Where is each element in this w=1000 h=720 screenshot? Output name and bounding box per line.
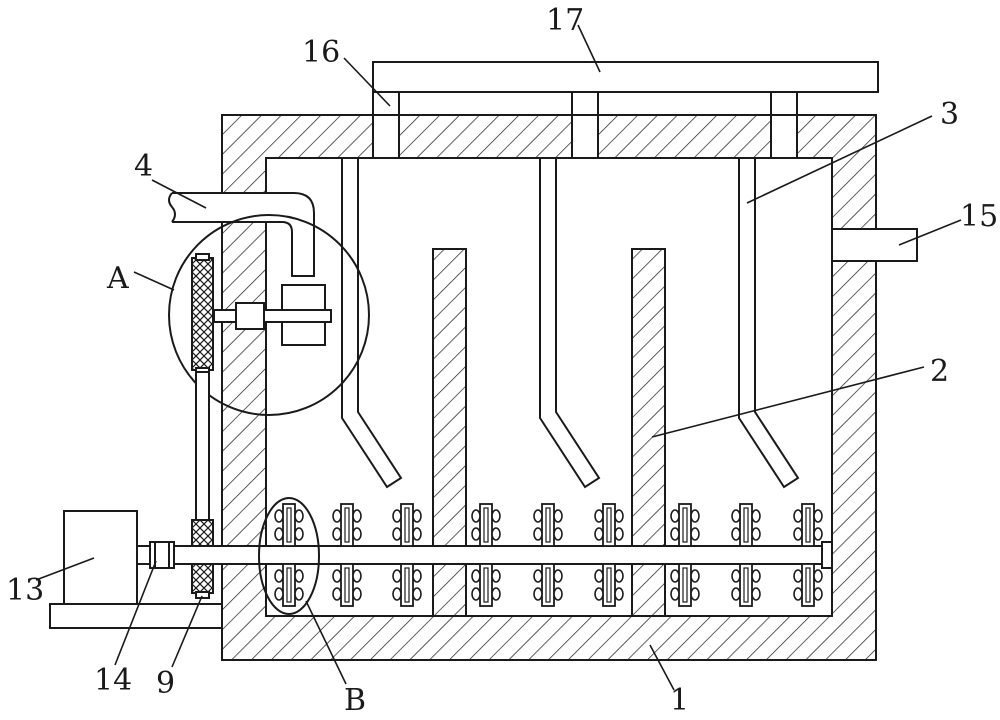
roller-lower-cap: [195, 591, 210, 599]
shaft-end-cap: [821, 541, 833, 569]
main-shaft: [136, 545, 831, 565]
label-a: A: [106, 261, 129, 296]
label-3: 3: [940, 97, 959, 132]
inlet-pipe-break: [168, 192, 176, 223]
outlet-pipe-gap: [834, 231, 876, 259]
deflector-middle: [539, 157, 601, 489]
leader-2: [651, 366, 925, 438]
post-left-through: [372, 114, 400, 159]
post-middle-through: [571, 114, 599, 159]
leader-15: [898, 219, 962, 246]
housing-walls: [221, 114, 877, 661]
label-13: 13: [6, 573, 44, 608]
post-right-through: [770, 114, 798, 159]
shaft-bushing: [235, 302, 265, 330]
base-plate: [49, 603, 223, 629]
shaft-collar: [149, 541, 175, 569]
top-plate: [372, 61, 879, 93]
cross-roller-upper: [191, 257, 214, 371]
label-b: B: [344, 683, 366, 718]
leader-13: [35, 557, 95, 581]
leader-1: [649, 644, 675, 691]
label-16: 16: [302, 35, 340, 70]
leader-14: [114, 560, 157, 666]
deflector-right: [738, 157, 800, 489]
inlet-pipe: [172, 192, 315, 277]
label-9: 9: [156, 666, 175, 701]
label-17: 17: [546, 3, 584, 38]
roller-cap-top: [195, 253, 210, 261]
drive-rod: [195, 371, 210, 525]
inner-shaft: [213, 309, 332, 323]
detail-b-ellipse: [258, 497, 320, 615]
label-1: 1: [670, 683, 689, 718]
leader-a: [133, 271, 175, 291]
leader-3: [746, 115, 933, 204]
leader-b: [305, 600, 347, 685]
label-2: 2: [930, 354, 949, 389]
label-15: 15: [960, 199, 998, 234]
leader-4: [151, 179, 207, 209]
leader-17: [577, 24, 601, 73]
label-14: 14: [94, 663, 132, 698]
label-4: 4: [134, 149, 153, 184]
leader-16: [343, 57, 391, 107]
deflector-left: [341, 157, 403, 489]
leader-9: [171, 595, 203, 668]
motor-13: [63, 510, 138, 605]
detail-a-circle: [168, 214, 370, 416]
